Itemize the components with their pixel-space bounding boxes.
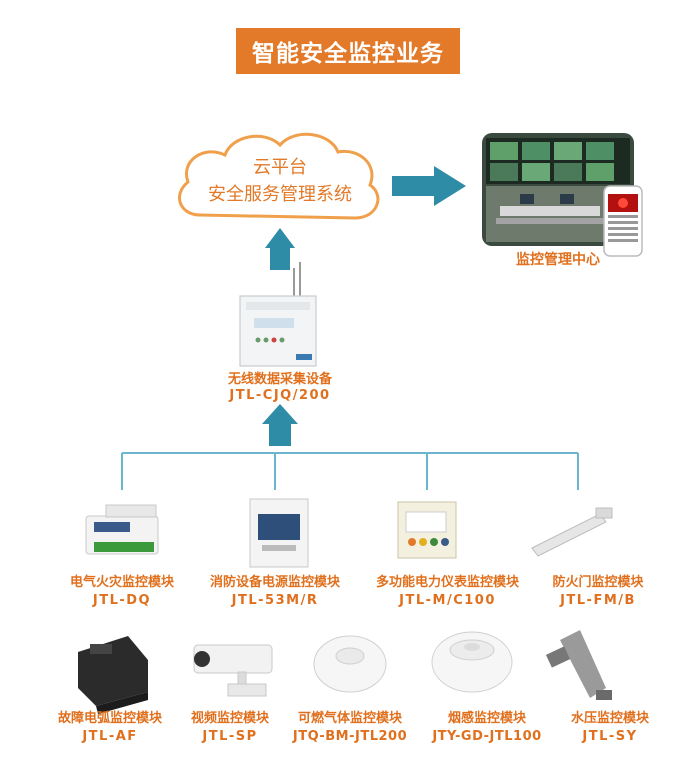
module-code: JTL-53M/R xyxy=(231,593,319,608)
cloud-label-line1: 云平台 xyxy=(253,157,307,178)
module-code: JTL-DQ xyxy=(92,593,152,608)
module-name: 故障电弧监控模块 xyxy=(57,711,162,726)
phone-icon xyxy=(603,185,643,257)
module-name: 多功能电力仪表监控模块 xyxy=(375,575,519,590)
power-meter-module-image xyxy=(397,501,457,559)
camera-icon xyxy=(193,644,273,697)
module-code: JTL-M/C100 xyxy=(399,593,496,608)
connector-lines xyxy=(121,452,579,490)
pressure-sensor-image xyxy=(545,630,612,700)
gas-detector-image xyxy=(313,635,387,693)
module-name: 可燃气体监控模块 xyxy=(297,711,402,726)
arrow-up-icon xyxy=(262,404,298,446)
module-name: 水压监控模块 xyxy=(570,711,649,726)
collector-code: JTL-CJQ/200 xyxy=(229,388,331,403)
module-code: JTL-AF xyxy=(82,729,138,744)
power-supply-module-image xyxy=(249,498,309,568)
page-title: 智能安全监控业务 xyxy=(236,28,460,74)
collector-device-image xyxy=(239,262,317,367)
collector-name: 无线数据采集设备 xyxy=(227,372,332,387)
module-name: 烟感监控模块 xyxy=(447,711,526,726)
module-name: 电气火灾监控模块 xyxy=(69,575,174,590)
arrow-right-icon xyxy=(392,166,466,206)
module-name: 视频监控模块 xyxy=(190,711,269,726)
cloud-label-line2: 安全服务管理系统 xyxy=(208,184,352,205)
module-code: JTL-FM/B xyxy=(560,593,636,608)
arc-fault-module-image xyxy=(78,636,148,714)
module-code: JTQ-BM-JTL200 xyxy=(292,729,408,744)
fire-door-module-image xyxy=(531,507,613,557)
cloud-icon xyxy=(178,132,380,220)
arrow-up-icon xyxy=(265,228,295,270)
electrical-fire-module-image xyxy=(85,504,159,555)
module-name: 防火门监控模块 xyxy=(552,575,644,590)
monitoring-center-label: 监控管理中心 xyxy=(516,252,600,268)
module-code: JTY-GD-JTL100 xyxy=(432,729,542,744)
smoke-detector-image xyxy=(431,631,513,693)
module-code: JTL-SY xyxy=(582,729,638,744)
module-code: JTL-SP xyxy=(202,729,258,744)
monitoring-center-image xyxy=(482,133,634,246)
module-name: 消防设备电源监控模块 xyxy=(209,575,340,590)
